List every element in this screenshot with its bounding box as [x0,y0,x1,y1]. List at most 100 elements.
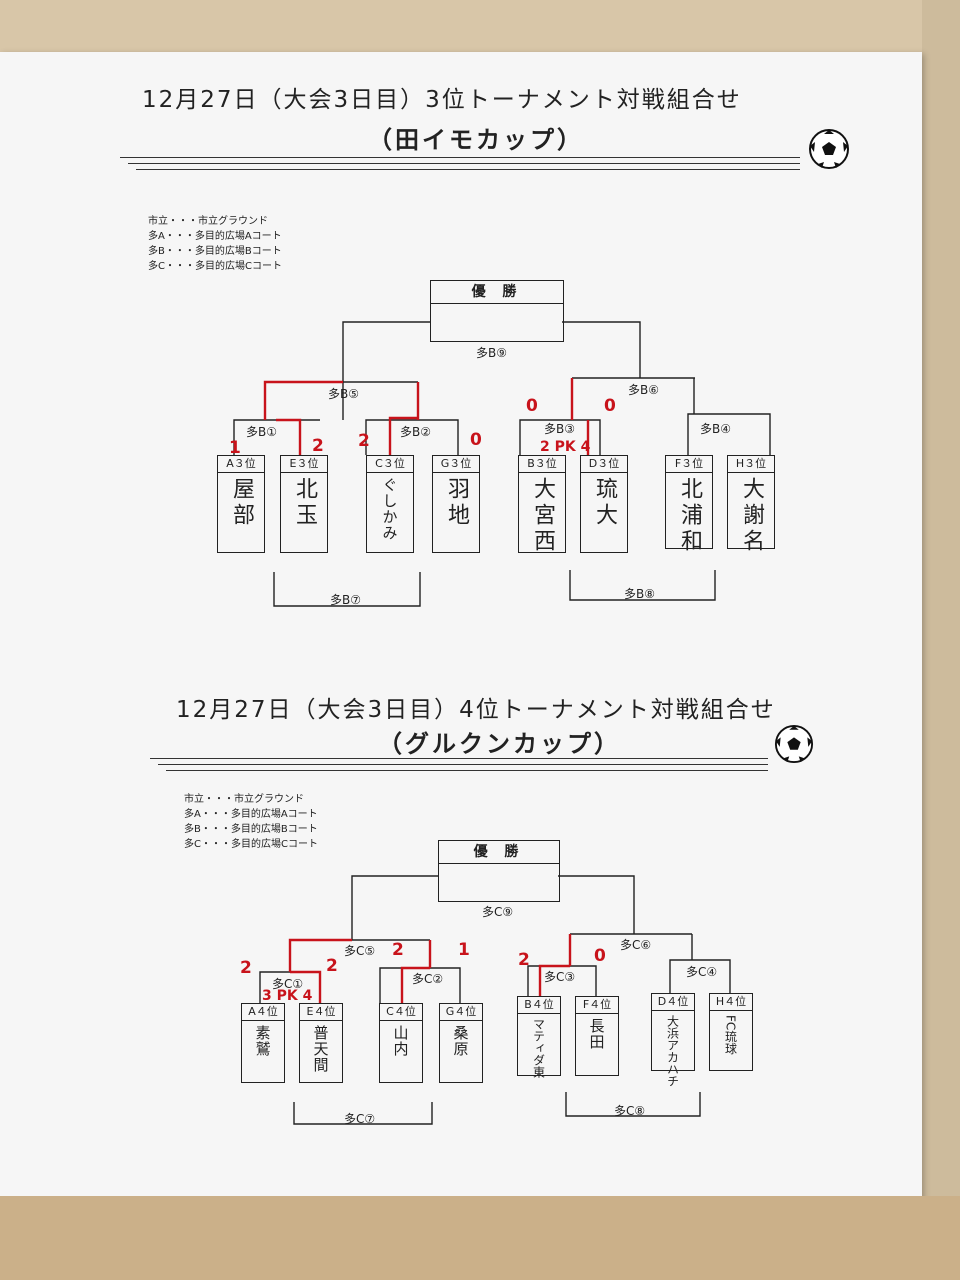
team-name: 大宮西 [530,477,555,555]
team-box: A３位屋部 [217,455,265,553]
final-match-label: 多C⑨ [482,905,514,919]
score: 2 [326,956,338,976]
team-seed: C３位 [367,456,413,473]
score: 2 [358,431,370,451]
top-rule-3 [136,169,800,170]
legend-line: 多C・・・多目的広場Cコート [148,261,282,272]
team-name: 大謝名 [739,477,764,555]
team-box: F３位北浦和 [665,455,713,555]
score: 2 [392,940,404,960]
score: 1 [458,940,470,960]
pk-score: 3 PK 4 [262,988,313,1004]
qf-match-label: 多C④ [686,965,718,979]
team-seed: D３位 [581,456,627,473]
semi-match-label: 多B⑥ [628,383,659,397]
soccer-ball-icon [774,724,814,764]
score: 0 [604,396,616,416]
soccer-ball-icon [809,129,849,169]
team-box: A４位素鷲 [241,1003,285,1083]
team-name: FC琉球 [723,1015,738,1055]
team-seed: B４位 [518,997,560,1014]
legend-line: 市立・・・市立グラウンド [148,216,268,227]
legend-line: 多B・・・多目的広場Bコート [184,824,318,835]
legend-line: 多B・・・多目的広場Bコート [148,246,282,257]
winner-label: 優 勝 [439,841,559,864]
playoff-match-label: 多B⑧ [624,587,655,601]
final-match-label: 多B⑨ [476,346,507,360]
team-seed: B３位 [519,456,565,473]
team-name: 長田 [587,1018,606,1050]
team-seed: G３位 [433,456,479,473]
semi-match-label: 多C⑤ [344,944,376,958]
wall-background [922,0,960,1280]
qf-match-label: 多B④ [700,422,731,436]
team-name: 桑原 [451,1025,470,1057]
bottom-winner-box: 優 勝 [438,840,560,902]
team-box: B４位マティダ東 [517,996,561,1078]
team-box: D３位琉大 [580,455,628,553]
score: 1 [229,438,241,458]
team-seed: E３位 [281,456,327,473]
bottom-rule-1 [150,758,768,759]
team-box: H３位大謝名 [727,455,775,555]
bottom-rule-2 [158,764,768,765]
team-name: マティダ東 [531,1018,546,1078]
pk-score: 2 PK 4 [540,439,591,455]
team-box: C４位山内 [379,1003,423,1083]
team-seed: H３位 [728,456,774,473]
qf-match-label: 多C② [412,972,444,986]
team-seed: F４位 [576,997,618,1014]
top-rule-1 [120,157,800,158]
team-name: 普天間 [311,1025,330,1073]
score: 2 [312,436,324,456]
team-name: 琉大 [592,477,617,529]
score: 0 [594,946,606,966]
team-box: H４位 FC琉球 [709,993,753,1071]
team-box: E４位普天間 [299,1003,343,1083]
team-name: 素鷲 [253,1025,272,1057]
semi-match-label: 多C⑥ [620,938,652,952]
team-seed: A４位 [242,1004,284,1021]
team-seed: G４位 [440,1004,482,1021]
qf-match-label: 多B② [400,425,431,439]
legend-line: 多A・・・多目的広場Aコート [184,809,318,820]
qf-match-label: 多C① [272,977,304,991]
team-seed: E４位 [300,1004,342,1021]
bottom-title: 12月27日（大会3日目）4位トーナメント対戦組合せ [176,697,776,723]
team-seed: H４位 [710,994,752,1011]
team-name: 大浜アカハチ [665,1015,680,1087]
qf-match-label: 多C③ [544,970,576,984]
team-name: ぐしかみ [380,477,399,541]
top-rule-2 [128,163,800,164]
score: 0 [470,430,482,450]
top-winner-box: 優 勝 [430,280,564,342]
team-name: 北玉 [292,477,317,529]
semi-match-label: 多B⑤ [328,387,359,401]
playoff-match-label: 多C⑦ [344,1112,376,1126]
team-name: 山内 [391,1025,410,1057]
team-name: 羽地 [444,477,469,529]
team-seed: D４位 [652,994,694,1011]
qf-match-label: 多B③ [544,422,575,436]
score: 2 [518,950,530,970]
team-box: B３位大宮西 [518,455,566,555]
legend-line: 多C・・・多目的広場Cコート [184,839,318,850]
bottom-legend: 市立・・・市立グラウンド 多A・・・多目的広場Aコート 多B・・・多目的広場Bコ… [184,792,318,852]
team-box: G４位桑原 [439,1003,483,1083]
legend-line: 多A・・・多目的広場Aコート [148,231,282,242]
playoff-match-label: 多C⑧ [614,1104,646,1118]
team-box: D４位大浜アカハチ [651,993,695,1087]
masking-tape [0,1196,960,1280]
team-name: 屋部 [229,477,254,529]
score: 2 [240,958,252,978]
team-box: C３位ぐしかみ [366,455,414,553]
top-title: 12月27日（大会3日目）3位トーナメント対戦組合せ [142,87,742,113]
qf-match-label: 多B① [246,425,277,439]
team-box: F４位長田 [575,996,619,1076]
top-subtitle: （田イモカップ） [368,126,584,154]
team-seed: A３位 [218,456,264,473]
legend-line: 市立・・・市立グラウンド [184,794,304,805]
team-seed: F３位 [666,456,712,473]
